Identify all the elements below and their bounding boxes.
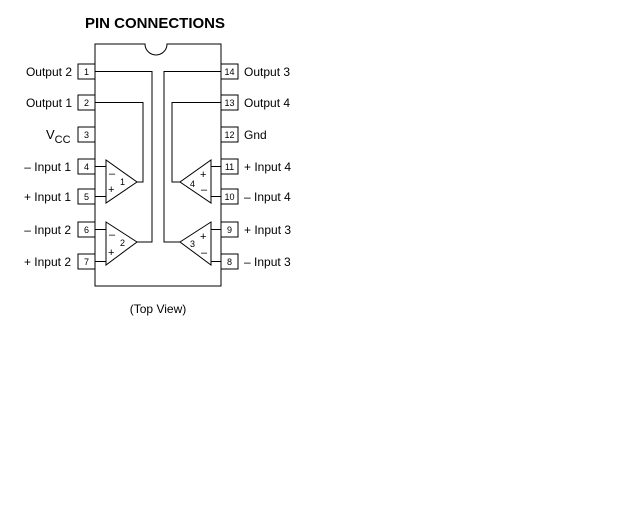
svg-text:12: 12 [224,130,234,140]
svg-text:1: 1 [84,67,89,77]
svg-text:+: + [108,247,114,259]
svg-text:–: – [109,229,116,241]
pin-7: 7 [77,253,96,270]
svg-text:+: + [108,184,114,196]
pin-1-label: Output 2 [26,65,72,79]
pin-8: 8 [220,253,239,270]
pin-12-label: Gnd [244,128,267,142]
pin-13-label: Output 4 [244,96,290,110]
pin-6-label: – Input 2 [24,223,71,237]
op-amp-1: – + 1 [105,159,138,204]
pin-9: 9 [220,221,239,238]
ic-package-outline [94,43,222,287]
pin-4: 4 [77,158,96,175]
svg-text:2: 2 [84,98,89,108]
svg-text:2: 2 [120,238,125,248]
svg-text:10: 10 [224,192,234,202]
pin-11: 11 [220,158,239,175]
pin-2-label: Output 1 [26,96,72,110]
pin-10: 10 [220,188,239,205]
pin-4-label: – Input 1 [24,160,71,174]
svg-text:9: 9 [227,225,232,235]
svg-text:–: – [201,247,208,259]
pin-6: 6 [77,221,96,238]
pin-9-label: + Input 3 [244,223,291,237]
pin-11-label: + Input 4 [244,160,291,174]
pin-14: 14 [220,63,239,80]
pin-14-label: Output 3 [244,65,290,79]
svg-text:6: 6 [84,225,89,235]
pin-5: 5 [77,188,96,205]
pin-5-label: + Input 1 [24,190,71,204]
svg-text:13: 13 [224,98,234,108]
svg-text:–: – [109,168,116,180]
pin-10-label: – Input 4 [244,190,291,204]
svg-text:11: 11 [225,162,234,172]
pin-13: 13 [220,94,239,111]
op-amp-3: + – 3 [179,221,212,266]
internal-wiring [95,71,221,262]
svg-text:+: + [200,231,206,243]
pin-3: 3 [77,126,96,143]
svg-text:7: 7 [84,257,89,267]
pin-1: 1 [77,63,96,80]
svg-text:3: 3 [84,130,89,140]
svg-text:8: 8 [227,257,232,267]
svg-text:–: – [201,184,208,196]
top-view-caption: (Top View) [130,302,186,316]
pin-2: 2 [77,94,96,111]
svg-text:14: 14 [224,67,234,77]
op-amp-4: + – 4 [179,159,212,204]
pin-12: 12 [220,126,239,143]
pin-7-label: + Input 2 [24,255,71,269]
pin-3-label: VCC [46,127,71,146]
svg-text:4: 4 [190,179,195,189]
svg-text:1: 1 [120,177,125,187]
op-amp-2: – + 2 [105,221,138,266]
diagram-title: PIN CONNECTIONS [85,15,225,32]
svg-text:3: 3 [190,239,195,249]
svg-text:+: + [200,169,206,181]
svg-text:4: 4 [84,162,89,172]
svg-text:5: 5 [84,192,89,202]
pin-8-label: – Input 3 [244,255,291,269]
